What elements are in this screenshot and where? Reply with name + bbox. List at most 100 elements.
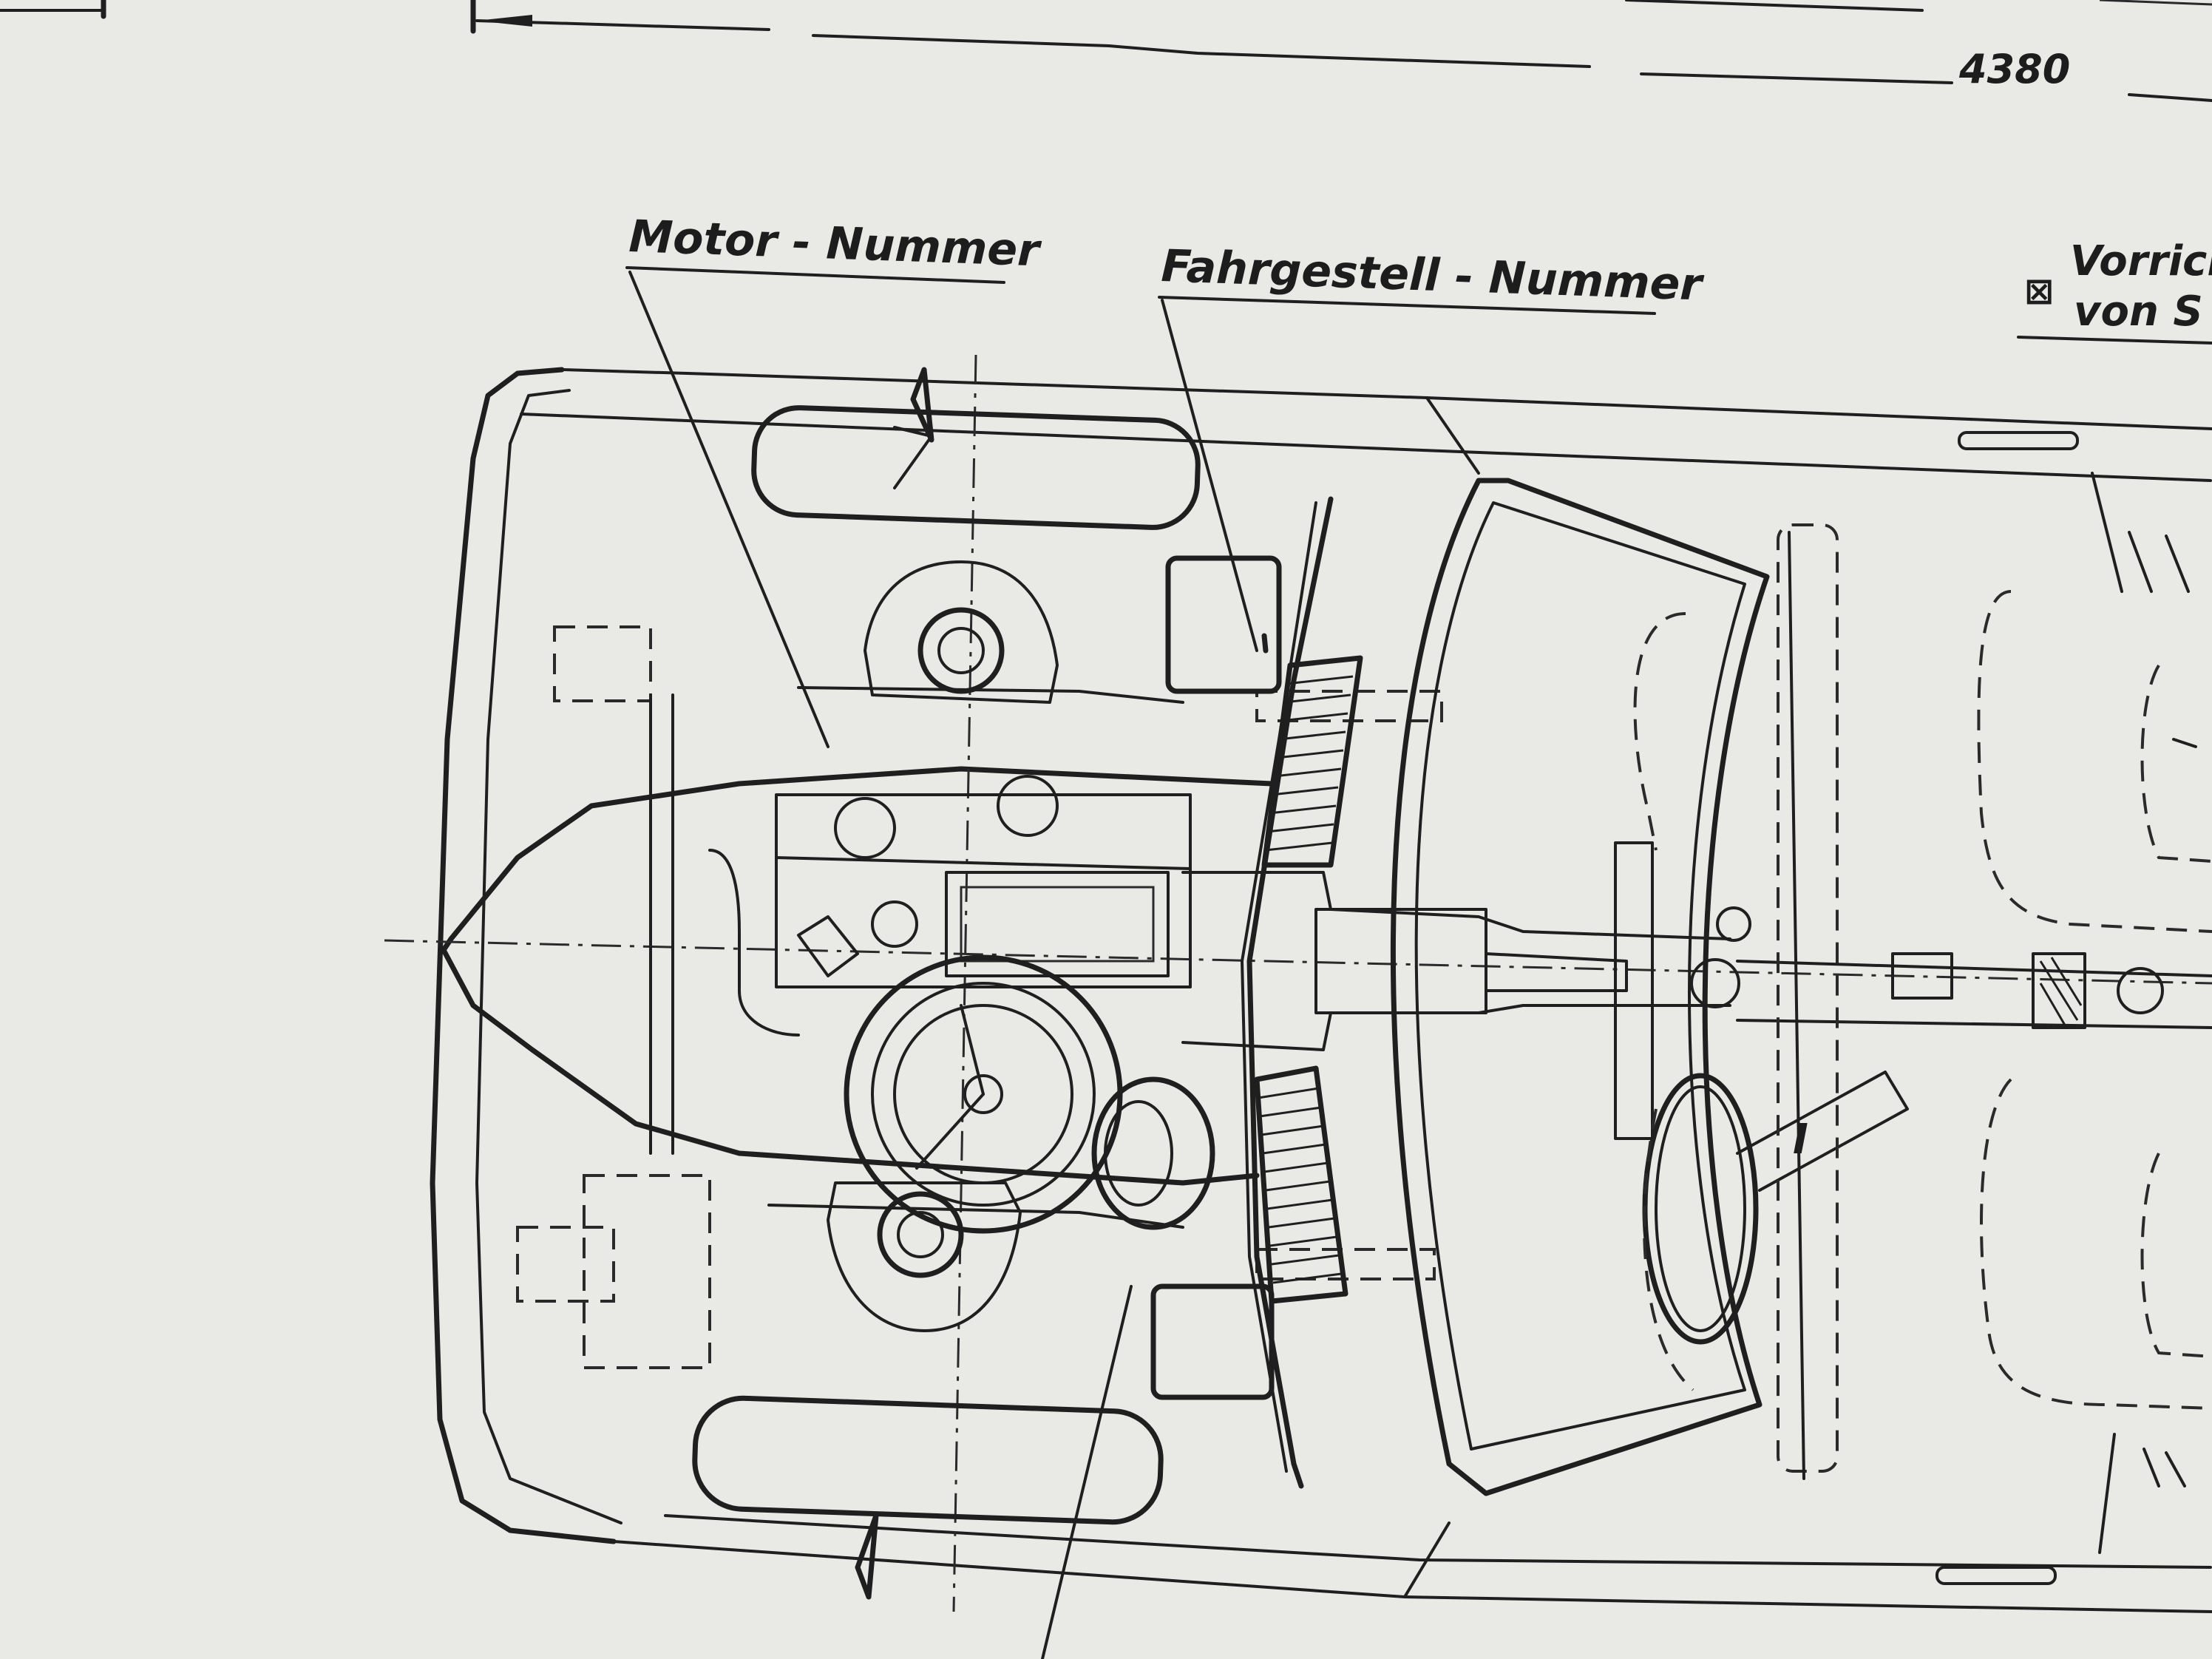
seat-cushion-top [2140,664,2212,863]
oil-filter [871,900,918,948]
grille-bottom-frame [1254,1065,1348,1304]
firewall [1241,496,1363,1489]
driveshaft-bottom [1736,1019,2212,1029]
steering-column [1736,1071,1909,1192]
fuel-line-bottom [767,1204,1184,1229]
body-side-top [560,368,2212,430]
body-side-bottom-inner [664,1514,2212,1569]
fender-line-bottom [1403,1521,1451,1598]
seat-cushion-bottom [2140,1153,2212,1358]
fender-line-top [1425,396,1480,475]
dimension-value: 4380 [1958,46,2070,92]
grille-top-slats [1265,675,1354,852]
door-handle-top [1958,431,2079,450]
front-seat-bottom [1980,1078,2212,1410]
door-edge-top [2091,472,2123,593]
strut-top-inner [937,627,985,674]
front-bumper-inner [475,389,622,1524]
grille-bottom [1254,1065,1348,1304]
mirror-top [910,367,934,443]
washer-tank [1150,1283,1275,1400]
door-handle-bottom [1936,1566,2057,1585]
dimension-line-group: 4380 [0,0,2212,102]
tire-top-detail [893,426,933,489]
dimension-line-segment [475,19,770,31]
dimension-line-right [2128,93,2212,102]
chassis-number-mark [1261,633,1269,654]
dimension-line-main [812,34,1591,68]
steering-joint [1690,958,1740,1008]
gearbox [1314,908,1487,1014]
windshield-outer [1390,478,1770,1496]
body-side-top-inner [520,413,2212,482]
gear-lever-base [1485,952,1628,992]
device-label-line1: Vorrich [2070,237,2212,285]
dashed-box-bottom-left [516,1226,615,1303]
car-body [430,367,2212,1613]
dimension-line-segment-2 [1640,72,1953,84]
flywheel-spoke-2 [960,1004,985,1096]
carburetor [997,775,1059,837]
flywheel-hub [963,1074,1003,1114]
front-wheel-bottom [692,1395,1164,1600]
firewall-inner [1241,501,1317,1473]
flywheel-inner [893,1004,1073,1184]
tire-bottom [692,1395,1164,1525]
fuel-line-top [797,686,1184,704]
hood-nose-outline [441,766,1275,1186]
steering-wheel-rim [1642,1073,1759,1345]
chassis-number-leader [1161,299,1258,652]
door-dashed-bottom [1643,1108,1694,1391]
strut-bottom-inner [897,1211,944,1258]
dashed-box-top-left [553,625,652,702]
dimension-line-upper [1625,0,1924,12]
motor-number-label: Motor - Nummer [628,211,1042,276]
interior [1633,523,2212,1480]
front-seat-top [1977,590,2212,933]
driveshaft-support [1891,952,1953,1000]
device-label-line2: von S [2074,288,2203,336]
universal-joint [2032,952,2086,1029]
lower-callout-leader [1041,1285,1133,1659]
valve-cover [960,886,1155,963]
motor-number-leader [628,271,830,748]
flywheel-mid [871,982,1096,1207]
dimension-line-upper-right [2099,0,2212,6]
body-side-bottom [612,1540,2212,1613]
centerline-front-axle [952,354,977,1612]
motor-number-underline [625,266,1005,284]
grille-top [1261,655,1363,868]
seat-detail [2172,738,2197,748]
front-bumper-outer [430,367,617,1544]
dashed-box-battery [583,1174,711,1369]
rear-joint [2117,967,2164,1014]
flywheel-spoke [915,1093,985,1170]
mirror-bottom [855,1513,879,1600]
handbrake-pivot [1716,906,1751,942]
distributor [834,797,896,859]
steering-wheel-inner [1655,1085,1746,1332]
control-arm-top [864,560,1059,704]
strut-bottom [877,1191,964,1278]
alternator [1091,1076,1215,1230]
control-arm-bottom [827,1181,1022,1332]
engine-mount [797,915,859,977]
transmission [1181,841,2212,1140]
radiator-hose [708,849,800,1037]
mark-symbol: ⊠ [2024,271,2054,312]
tunnel-top [1181,871,1731,940]
windshield-inner [1414,501,1746,1451]
strut-top [917,607,1005,694]
firewall-outer [1246,496,1334,1489]
battery [1165,555,1282,694]
universal-joint-hatch [2039,957,2083,1028]
steering-wheel: I [1642,1071,1909,1345]
windshield [1390,478,1770,1496]
door-lock-top [2128,531,2190,593]
doors [1936,431,2190,1585]
b-pillar-dashed [1777,523,1839,1473]
engine-block [775,793,1192,988]
b-pillar-line [1788,531,1805,1480]
chassis-number-underline [1158,296,1656,315]
